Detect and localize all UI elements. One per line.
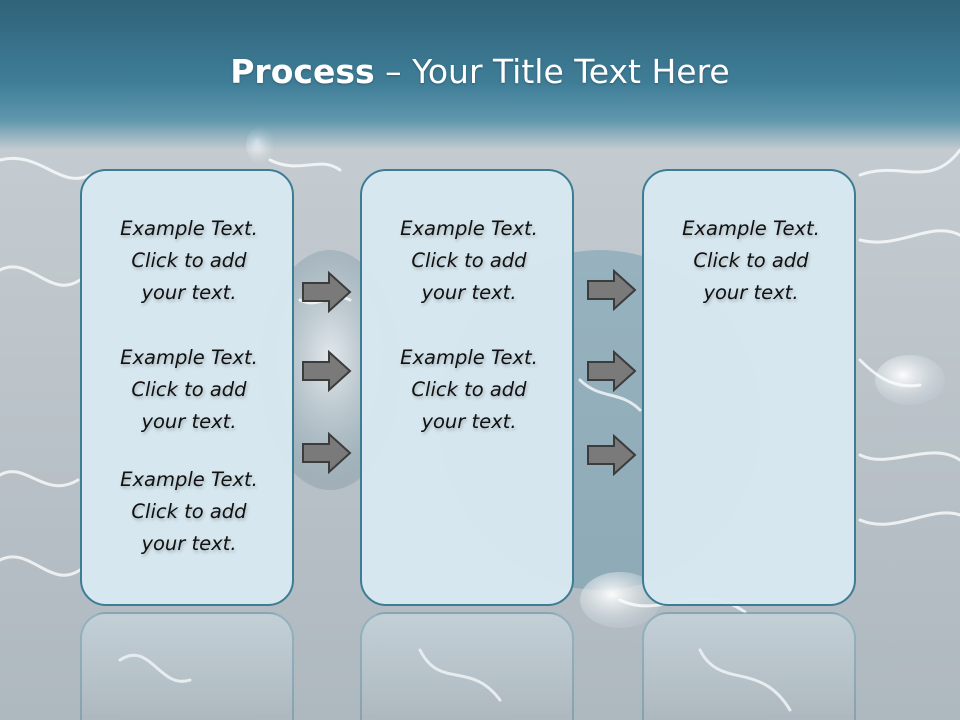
text-line: Example Text. [120, 346, 258, 369]
text-line: Click to add [131, 500, 247, 523]
right-arrow-icon[interactable] [302, 432, 352, 474]
right-arrow-icon[interactable] [587, 350, 637, 392]
text-line: Example Text. [120, 217, 258, 240]
text-line: Example Text. [400, 217, 538, 240]
process-column-3[interactable]: Example Text. Click to add your text. [642, 169, 856, 606]
text-line: Click to add [131, 378, 247, 401]
right-arrow-icon[interactable] [587, 269, 637, 311]
title-rest: – Your Title Text Here [374, 52, 730, 91]
text-line: Click to add [411, 378, 527, 401]
text-line: Example Text. [120, 468, 258, 491]
right-arrow-icon[interactable] [587, 434, 637, 476]
column-1-text-1[interactable]: Example Text. Click to add your text. [82, 213, 296, 309]
text-line: your text. [141, 410, 237, 433]
text-line: your text. [141, 532, 237, 555]
text-line: your text. [421, 410, 517, 433]
title-bar [0, 0, 960, 150]
right-arrow-icon[interactable] [302, 271, 352, 313]
process-column-1[interactable]: Example Text. Click to add your text. Ex… [80, 169, 294, 606]
process-column-2[interactable]: Example Text. Click to add your text. Ex… [360, 169, 574, 606]
text-line: Example Text. [400, 346, 538, 369]
text-line: Click to add [693, 249, 809, 272]
column-2-reflection [360, 612, 574, 720]
text-line: your text. [421, 281, 517, 304]
column-1-text-2[interactable]: Example Text. Click to add your text. [82, 342, 296, 438]
right-arrow-icon[interactable] [302, 350, 352, 392]
text-line: Example Text. [682, 217, 820, 240]
column-2-text-1[interactable]: Example Text. Click to add your text. [362, 213, 576, 309]
column-3-text-1[interactable]: Example Text. Click to add your text. [644, 213, 858, 309]
column-2-text-2[interactable]: Example Text. Click to add your text. [362, 342, 576, 438]
column-1-text-3[interactable]: Example Text. Click to add your text. [82, 464, 296, 560]
text-line: your text. [703, 281, 799, 304]
text-line: Click to add [411, 249, 527, 272]
column-1-reflection [80, 612, 294, 720]
title-bold: Process [230, 52, 375, 91]
text-line: Click to add [131, 249, 247, 272]
slide-title[interactable]: Process – Your Title Text Here [0, 52, 960, 91]
column-3-reflection [642, 612, 856, 720]
text-line: your text. [141, 281, 237, 304]
